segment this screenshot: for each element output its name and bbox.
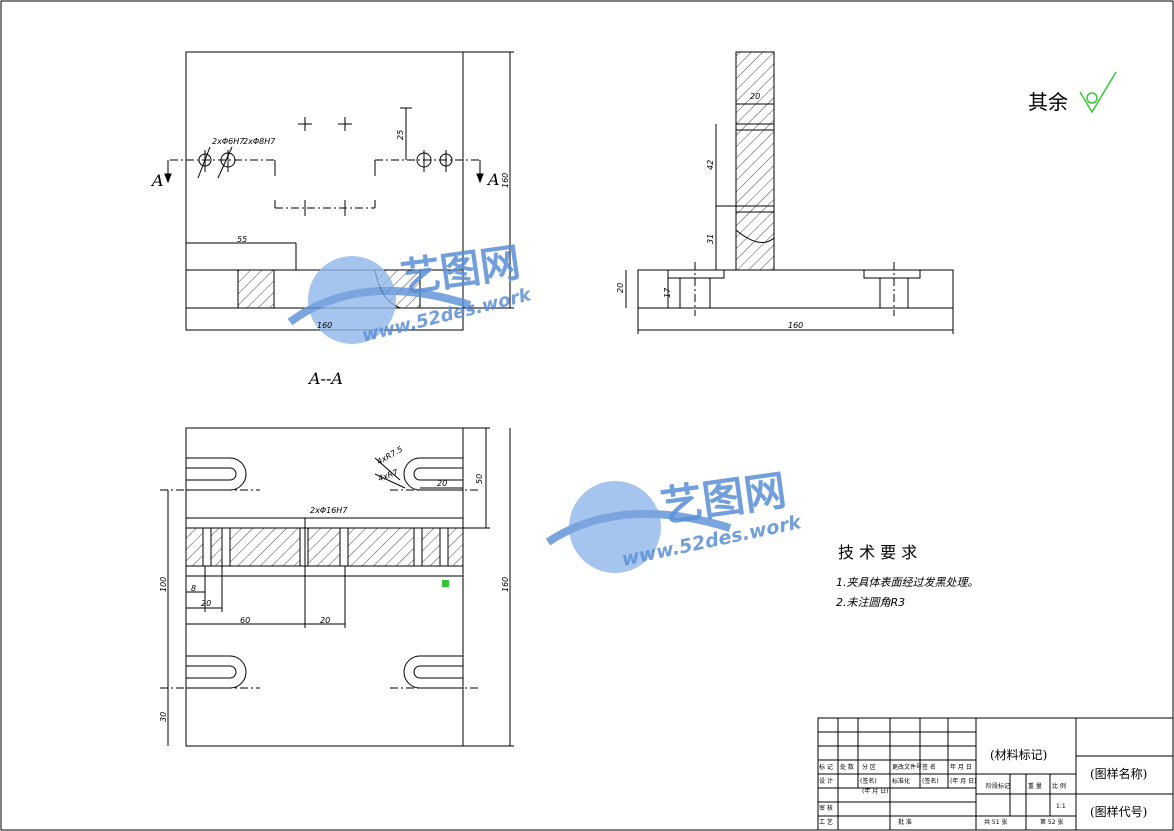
tb-stage: 阶段标记 — [986, 783, 1011, 790]
tb-approve: 批 准 — [898, 819, 912, 826]
title-block — [817, 717, 1174, 831]
tb-header-change: 更改文件号 — [892, 764, 923, 771]
dim-55: 55 — [237, 235, 248, 244]
dim-plan-30: 30 — [159, 711, 168, 722]
dim-front-160-horz: 160 — [317, 321, 333, 330]
tb-design-sig: (签名) — [860, 778, 877, 785]
tb-total: 共 51 张 — [984, 819, 1008, 826]
green-marker — [442, 580, 449, 587]
dim-plan-50: 50 — [475, 473, 484, 484]
dim-side-31: 31 — [706, 233, 715, 244]
side-view — [625, 51, 954, 334]
tb-process: 工 艺 — [819, 819, 833, 826]
tb-header-count: 处 数 — [840, 764, 854, 771]
dim-plan-60: 60 — [240, 616, 251, 625]
watermark-globe-1 — [287, 256, 472, 344]
dim-side-42: 42 — [706, 159, 715, 170]
tech-req-item-2: 2.未注圆角R3 — [836, 596, 906, 609]
drawing-name: (图样名称) — [1090, 767, 1148, 781]
dim-side-20: 20 — [616, 282, 625, 293]
dim-plan-hole: 2xΦ16H7 — [310, 506, 348, 515]
tb-design: 设 计 — [819, 778, 833, 785]
drawing-code: (图样代号) — [1090, 805, 1148, 819]
section-mark-left: A — [152, 171, 164, 190]
dim-plan-8: 8 — [191, 584, 197, 593]
tb-design-date: (年 月 日) — [862, 788, 889, 795]
dim-side-17: 17 — [663, 287, 672, 298]
material-mark: (材料标记) — [990, 748, 1048, 762]
section-view-label: A--A — [309, 369, 343, 388]
tb-sheet: 第 52 张 — [1040, 819, 1064, 826]
plan-view — [160, 427, 514, 747]
tb-header-sign: 签 名 — [922, 764, 936, 771]
tb-header-date: 年 月 日 — [950, 764, 972, 771]
dim-plan-20-a: 20 — [201, 599, 212, 608]
dim-front-160-vert: 160 — [501, 172, 510, 188]
tb-std-date: (年 月 日) — [950, 778, 977, 785]
roughness-label: 其余 — [1028, 90, 1068, 114]
tb-std: 标准化 — [892, 778, 911, 785]
dim-hole-note-1: 2xΦ6H7 — [212, 137, 245, 146]
tb-header-zone: 分 区 — [862, 764, 876, 771]
dim-plan-160: 160 — [501, 576, 510, 592]
watermark-globe-2 — [545, 481, 732, 573]
tb-review: 审 核 — [819, 805, 833, 812]
dim-side-160: 160 — [788, 321, 804, 330]
tech-req-title: 技 术 要 求 — [838, 543, 918, 562]
tech-req-item-1: 1.夹具体表面经过发黑处理。 — [836, 576, 979, 589]
section-mark-right: A — [488, 170, 500, 189]
tb-std-sig: (签名) — [922, 778, 939, 785]
dim-plan-100: 100 — [159, 576, 168, 592]
dim-hole-note-2: 2xΦ8H7 — [243, 137, 276, 146]
tb-scale: 比 例 — [1052, 783, 1066, 790]
dim-plan-20-b: 20 — [320, 616, 331, 625]
dim-plan-20-top: 20 — [437, 479, 448, 488]
tb-scale-value: 1:1 — [1056, 803, 1066, 810]
section-arrows — [164, 173, 484, 184]
tb-header-mark: 标 记 — [819, 764, 833, 771]
tb-weight: 重 量 — [1028, 783, 1042, 790]
dim-side-20-top: 20 — [750, 92, 761, 101]
dim-25: 25 — [396, 129, 405, 140]
roughness-symbol — [1079, 71, 1117, 114]
